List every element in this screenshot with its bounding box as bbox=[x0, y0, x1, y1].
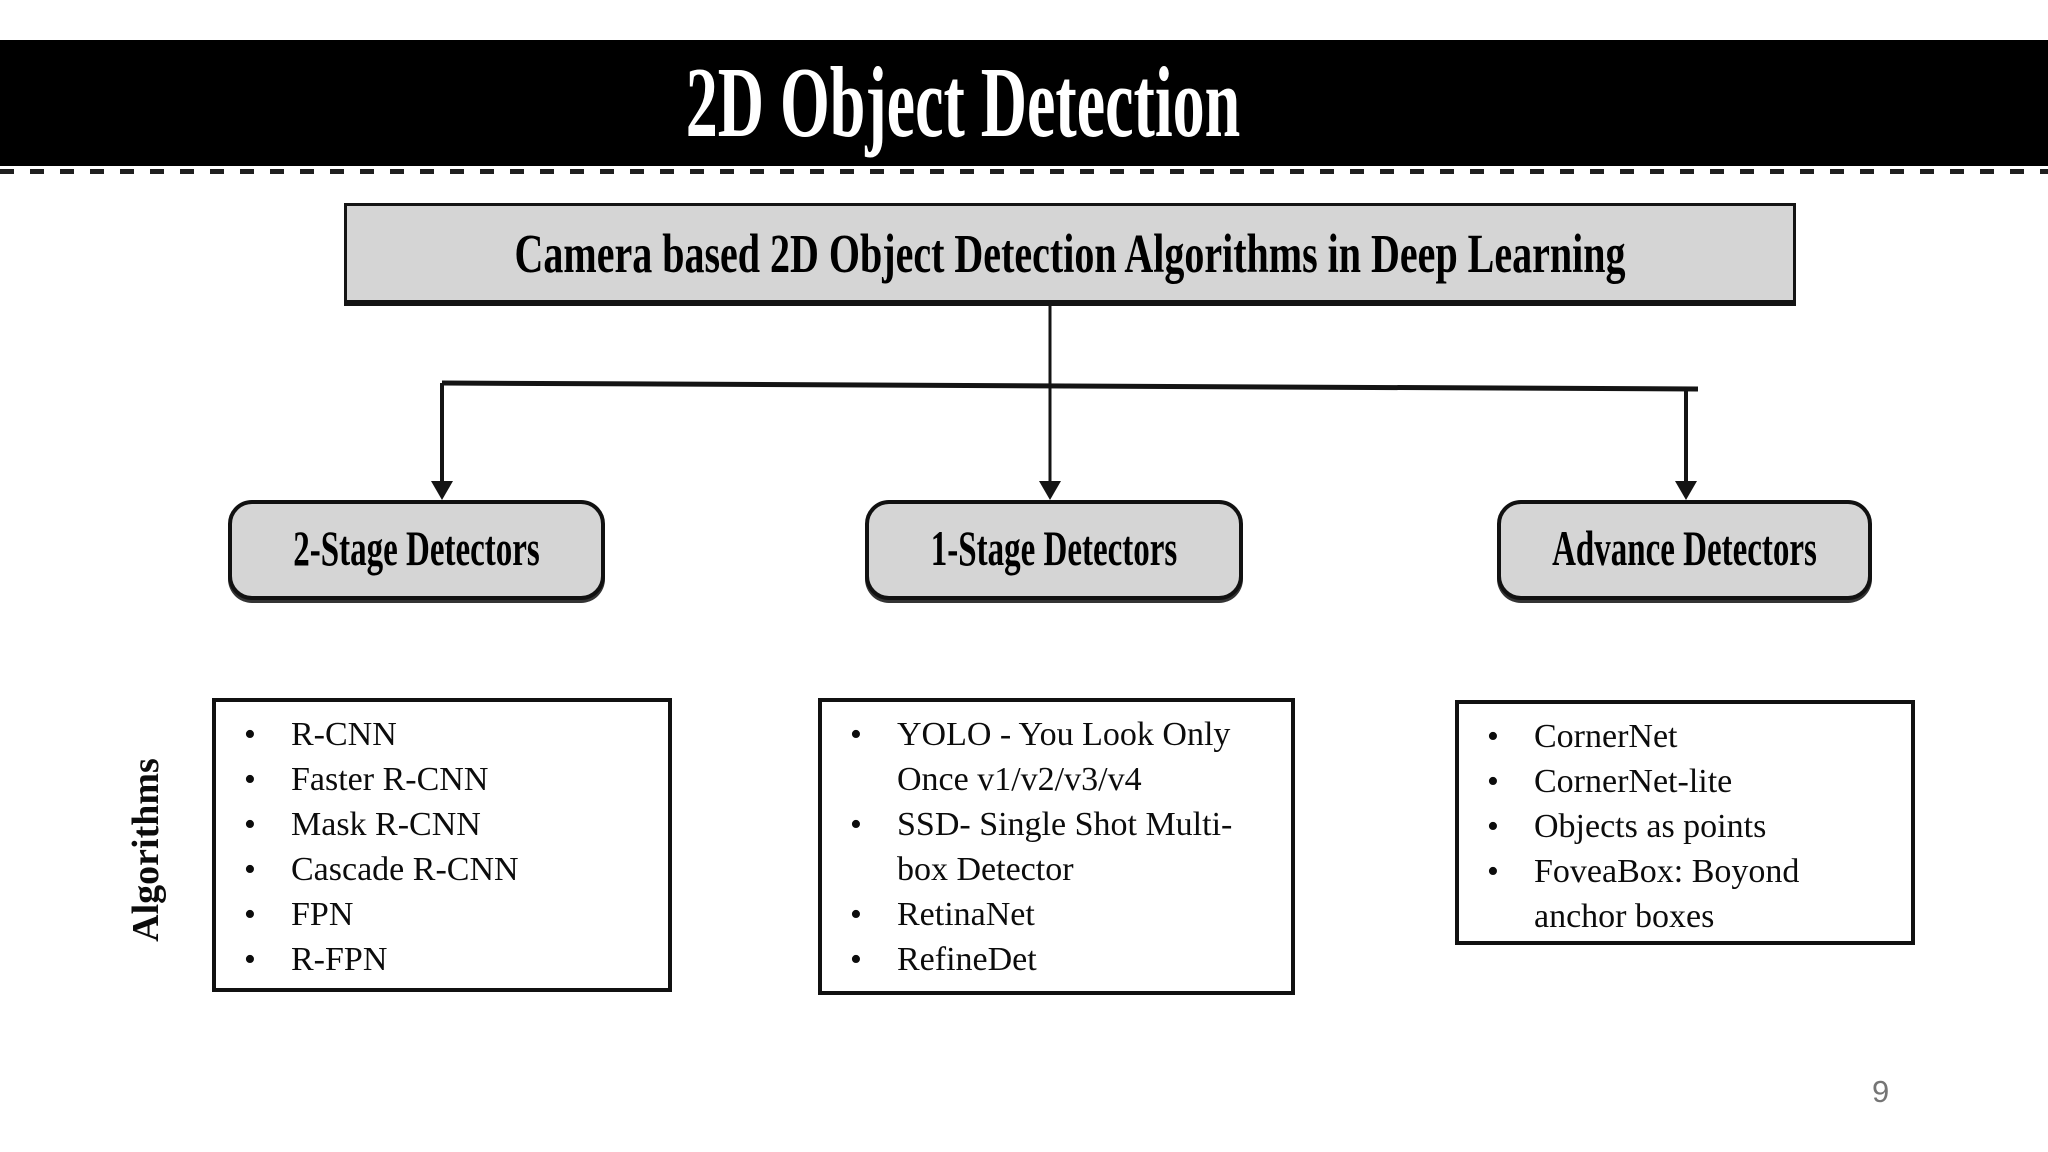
list-item: RetinaNet bbox=[822, 892, 1291, 937]
node-advance-detectors: Advance Detectors bbox=[1497, 500, 1872, 600]
node-one-stage-label: 1-Stage Detectors bbox=[930, 522, 1178, 577]
list-item: Cascade R-CNN bbox=[216, 847, 668, 892]
algorithm-list: YOLO - You Look Only Once v1/v2/v3/v4SSD… bbox=[822, 712, 1291, 982]
list-item: CornerNet-lite bbox=[1459, 759, 1911, 804]
list-advance-algorithms: CornerNetCornerNet-liteObjects as points… bbox=[1455, 700, 1915, 945]
list-two-stage-algorithms: R-CNNFaster R-CNNMask R-CNNCascade R-CNN… bbox=[212, 698, 672, 992]
page-number: 9 bbox=[1872, 1074, 1890, 1109]
slide-title: 2D Object Detection bbox=[685, 46, 1241, 159]
side-label-algorithms: Algorithms bbox=[125, 758, 167, 942]
list-item: FPN bbox=[216, 892, 668, 937]
list-item: SSD- Single Shot Multi-box Detector bbox=[822, 802, 1291, 892]
node-two-stage-detectors: 2-Stage Detectors bbox=[228, 500, 605, 600]
list-item: Mask R-CNN bbox=[216, 802, 668, 847]
list-item: FoveaBox: Boyond anchor boxes bbox=[1459, 849, 1911, 939]
list-item: RefineDet bbox=[822, 937, 1291, 982]
list-item: CornerNet bbox=[1459, 714, 1911, 759]
dashed-divider bbox=[0, 169, 2048, 174]
list-item: YOLO - You Look Only Once v1/v2/v3/v4 bbox=[822, 712, 1291, 802]
list-item: Objects as points bbox=[1459, 804, 1911, 849]
list-item: Faster R-CNN bbox=[216, 757, 668, 802]
node-one-stage-detectors: 1-Stage Detectors bbox=[865, 500, 1243, 600]
arrowhead-right bbox=[1675, 481, 1697, 500]
header-node-label: Camera based 2D Object Detection Algorit… bbox=[514, 221, 1626, 285]
algorithm-list: R-CNNFaster R-CNNMask R-CNNCascade R-CNN… bbox=[216, 712, 668, 982]
node-two-stage-label: 2-Stage Detectors bbox=[293, 522, 540, 577]
arrowhead-center bbox=[1039, 481, 1061, 500]
arrowhead-left bbox=[431, 481, 453, 500]
algorithm-list: CornerNetCornerNet-liteObjects as points… bbox=[1459, 714, 1911, 939]
title-banner: 2D Object Detection bbox=[0, 40, 2048, 166]
list-item: R-CNN bbox=[216, 712, 668, 757]
list-one-stage-algorithms: YOLO - You Look Only Once v1/v2/v3/v4SSD… bbox=[818, 698, 1295, 995]
header-node: Camera based 2D Object Detection Algorit… bbox=[344, 203, 1796, 303]
node-advance-label: Advance Detectors bbox=[1552, 522, 1817, 577]
list-item: R-FPN bbox=[216, 937, 668, 982]
